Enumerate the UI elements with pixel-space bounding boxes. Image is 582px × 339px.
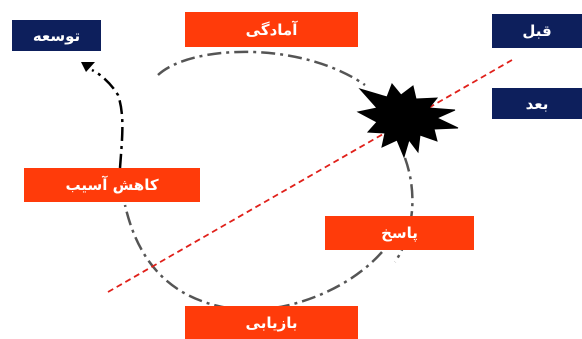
cycle-arc-top [157,50,366,87]
before-after-divider-line [107,59,513,293]
recovery-phase-label: بازیابی [185,306,358,339]
mitigation-phase-label: کاهش آسیب [24,168,200,202]
cycle-arc-left [91,68,124,169]
development-label: توسعه [12,20,101,51]
preparedness-phase-label: آمادگی [185,12,358,47]
cycle-arc-bottom-left [123,204,229,310]
explosion-burst-icon [356,83,459,159]
arrowhead-down-icon [81,62,95,72]
before-label: قبل [492,14,582,48]
cycle-arc-bottom-right [264,251,383,311]
after-label: بعد [492,88,582,119]
response-phase-label: پاسخ [325,216,474,250]
